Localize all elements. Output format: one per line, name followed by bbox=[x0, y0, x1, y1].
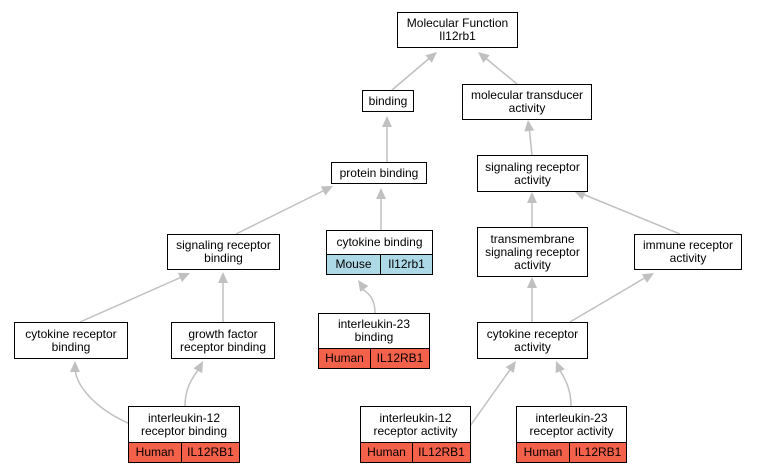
arrowhead-icon bbox=[505, 361, 516, 373]
node-interleukin-23-receptor-activity[interactable]: interleukin-23 receptor activity Human I… bbox=[516, 406, 627, 463]
gene-label: IL12RB1 bbox=[370, 349, 429, 368]
species-annotation: Mouse Il12rb1 bbox=[327, 254, 432, 274]
node-cytokine-receptor-binding[interactable]: cytokine receptor binding bbox=[14, 322, 128, 359]
node-label: Molecular Function Il12rb1 bbox=[406, 16, 509, 43]
node-label: interleukin-12 receptor activity bbox=[373, 410, 458, 438]
node-label: signaling receptor binding bbox=[176, 238, 271, 265]
node-signaling-receptor-binding[interactable]: signaling receptor binding bbox=[167, 234, 280, 270]
arrowhead-icon bbox=[376, 188, 386, 199]
node-molecular-function[interactable]: Molecular Function Il12rb1 bbox=[397, 12, 518, 48]
node-label: cytokine binding bbox=[336, 235, 423, 249]
node-interleukin-23-binding[interactable]: interleukin-23 binding Human IL12RB1 bbox=[318, 313, 430, 369]
node-label: cytokine receptor activity bbox=[486, 326, 579, 354]
node-binding[interactable]: binding bbox=[362, 90, 414, 112]
species-label: Human bbox=[135, 445, 175, 459]
node-interleukin-12-receptor-binding[interactable]: interleukin-12 receptor binding Human IL… bbox=[128, 406, 240, 463]
edge-ira-to-sra bbox=[579, 192, 681, 235]
node-signaling-receptor-activity[interactable]: signaling receptor activity bbox=[477, 155, 588, 192]
arrowhead-icon bbox=[524, 120, 535, 132]
arrowhead-icon bbox=[70, 361, 80, 372]
node-protein-binding[interactable]: protein binding bbox=[331, 162, 427, 184]
arrowhead-icon bbox=[425, 52, 437, 63]
node-interleukin-12-receptor-activity[interactable]: interleukin-12 receptor activity Human I… bbox=[360, 406, 471, 463]
arrowhead-icon bbox=[527, 277, 537, 288]
node-immune-receptor-activity[interactable]: immune receptor activity bbox=[634, 234, 742, 270]
node-cytokine-binding[interactable]: cytokine binding Mouse Il12rb1 bbox=[326, 230, 433, 275]
gene-label: Il12rb1 bbox=[380, 255, 432, 274]
arrowhead-icon bbox=[641, 273, 654, 283]
gene-label: IL12RB1 bbox=[569, 443, 626, 462]
edge-crb-to-srb bbox=[79, 275, 185, 323]
node-label: growth factor receptor binding bbox=[179, 326, 267, 354]
edge-srb-to-protein bbox=[235, 188, 328, 235]
edge-il23b-to-cytokine bbox=[359, 287, 376, 314]
arrowhead-icon bbox=[382, 116, 392, 127]
edge-il23ra-to-cra bbox=[557, 366, 572, 407]
arrowhead-icon bbox=[320, 186, 333, 196]
arrowhead-icon bbox=[193, 361, 203, 374]
species-annotation: Human IL12RB1 bbox=[319, 348, 429, 368]
node-label: molecular transducer activity bbox=[470, 88, 584, 115]
edge-il12rb-to-gfrb bbox=[184, 366, 201, 407]
gene-label: IL12RB1 bbox=[181, 443, 239, 462]
node-transmembrane-signaling-receptor-activity[interactable]: transmembrane signaling receptor activit… bbox=[477, 227, 588, 277]
node-label: binding bbox=[368, 93, 408, 108]
node-cytokine-receptor-activity[interactable]: cytokine receptor activity bbox=[477, 322, 588, 359]
node-label: transmembrane signaling receptor activit… bbox=[485, 231, 580, 272]
node-label: interleukin-12 receptor binding bbox=[140, 410, 228, 438]
node-label: immune receptor activity bbox=[642, 238, 734, 265]
arrowhead-icon bbox=[555, 361, 565, 374]
species-label: Mouse bbox=[335, 257, 372, 271]
species-label: Human bbox=[523, 445, 563, 459]
edge-cra-to-ira bbox=[569, 275, 649, 323]
node-label: cytokine receptor binding bbox=[25, 326, 117, 354]
edge-il12ra-to-cra bbox=[469, 366, 513, 427]
node-label: signaling receptor activity bbox=[485, 159, 580, 187]
edge-il12rb-to-crb bbox=[74, 366, 136, 427]
edge-binding-to-root bbox=[391, 55, 433, 91]
arrowhead-icon bbox=[177, 272, 190, 283]
node-growth-factor-receptor-binding[interactable]: growth factor receptor binding bbox=[171, 322, 275, 359]
arrowhead-icon bbox=[574, 190, 587, 200]
species-annotation: Human IL12RB1 bbox=[361, 442, 470, 462]
species-label: Human bbox=[325, 351, 364, 365]
node-label: protein binding bbox=[339, 165, 419, 180]
node-label: interleukin-23 receptor activity bbox=[529, 410, 614, 438]
gene-label: IL12RB1 bbox=[412, 443, 470, 462]
arrowhead-icon bbox=[218, 272, 228, 283]
species-annotation: Human IL12RB1 bbox=[129, 442, 239, 462]
edge-mta-to-root bbox=[482, 55, 518, 85]
species-annotation: Human IL12RB1 bbox=[517, 442, 626, 462]
species-label: Human bbox=[367, 445, 406, 459]
arrowhead-icon bbox=[478, 52, 490, 63]
node-molecular-transducer-activity[interactable]: molecular transducer activity bbox=[462, 84, 592, 120]
arrowhead-icon bbox=[358, 280, 369, 292]
node-label: interleukin-23 binding bbox=[337, 317, 411, 344]
arrowhead-icon bbox=[527, 192, 537, 203]
